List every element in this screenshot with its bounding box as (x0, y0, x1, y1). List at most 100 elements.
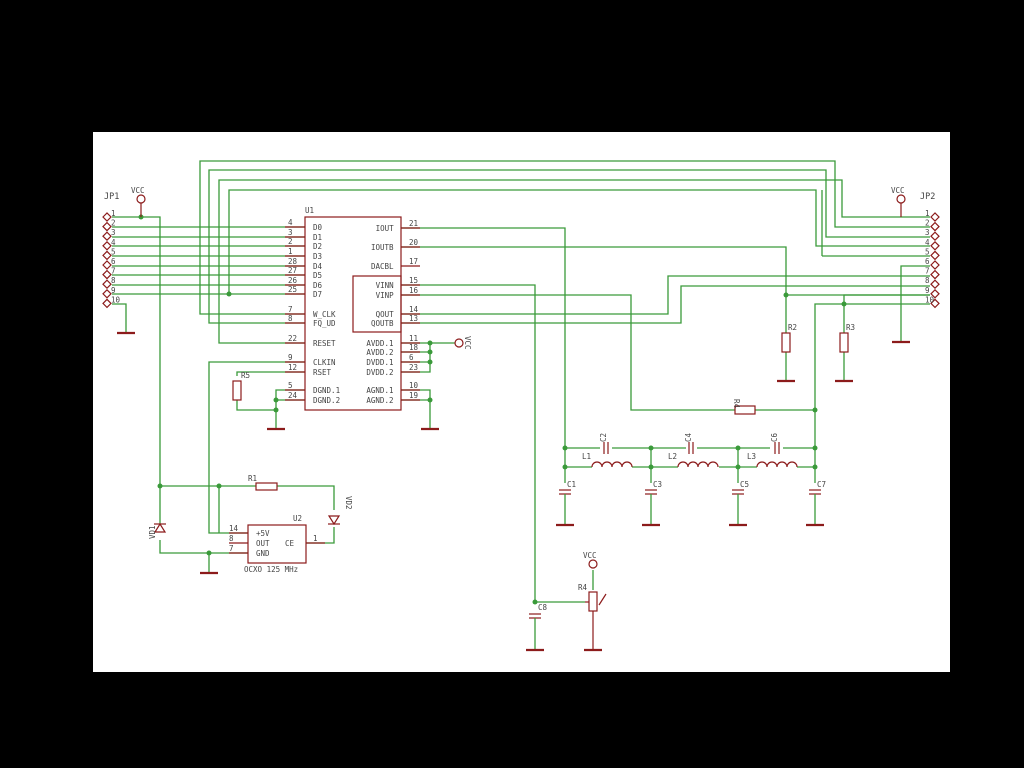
pin-name: AGND.2 (366, 396, 393, 405)
pin-name: D4 (313, 262, 323, 271)
u1-label: U1 (305, 206, 314, 215)
r4-label: R4 (732, 399, 741, 409)
pin-number: 5 (288, 381, 293, 390)
jp2-pin-num: 8 (925, 276, 930, 285)
pin-number: 13 (409, 314, 418, 323)
capacitor-c3: C3 (645, 480, 662, 524)
pin-number: 6 (409, 353, 414, 362)
pin-number: 18 (409, 343, 419, 352)
pin-name: D6 (313, 281, 323, 290)
pin-number: 7 (288, 305, 293, 314)
c5-label: C5 (740, 480, 749, 489)
pin-number: 1 (313, 534, 318, 543)
u1-pin-d1: 3D1 (285, 228, 322, 242)
pin-name: GND (256, 549, 270, 558)
jp2-pin-3: 3 (925, 228, 940, 242)
c1-label: C1 (567, 480, 576, 489)
pin-number: 25 (288, 285, 297, 294)
jp2-pin-4: 4 (925, 238, 940, 251)
c3-label: C3 (653, 480, 662, 489)
u1-pin-d3: 1D3 (285, 247, 322, 261)
vcc-symbol-u1: VCC (454, 336, 472, 350)
c4-label: C4 (684, 432, 693, 442)
u2-pin-5v: 14+5V (229, 524, 270, 538)
pin-name: VINP (376, 291, 395, 300)
resistor-r3: R3 (839, 323, 855, 353)
pin-name: W_CLK (313, 310, 336, 319)
wire-group-ocxo (159, 485, 335, 572)
pin-name: CLKIN (313, 358, 336, 367)
pin-number: 23 (409, 363, 418, 372)
u2-label: U2 (293, 514, 302, 523)
pin-number: 20 (409, 238, 419, 247)
jp1-pin-5: 5 (102, 247, 116, 261)
jp1-pin-num: 9 (111, 286, 116, 295)
capacitor-c7: C7 (809, 480, 826, 524)
pin-number: 11 (409, 334, 418, 343)
pin-name: D3 (313, 252, 322, 261)
jp1-pin-num: 2 (111, 219, 116, 228)
pin-number: 22 (288, 334, 297, 343)
jp1-pin-num: 3 (111, 228, 116, 237)
jp1-pin-8: 8 (102, 276, 116, 290)
pin-number: 14 (409, 305, 419, 314)
jp1-pin-7: 7 (102, 267, 116, 280)
jp1-pin-9: 9 (102, 286, 116, 299)
jp2-pin-num: 3 (925, 228, 930, 237)
pin-name: +5V (256, 529, 270, 538)
vd2-label: VD2 (344, 496, 353, 510)
pin-number: 17 (409, 257, 418, 266)
vcc-symbol-pot: VCC (583, 551, 598, 569)
inductor-l1: L1 (582, 452, 633, 468)
pin-number: 8 (288, 314, 293, 323)
vcc-label: VCC (891, 186, 905, 195)
jp1-label: JP1 (104, 192, 119, 202)
r3-label: R3 (846, 323, 855, 332)
pin-number: 10 (409, 381, 419, 390)
jp1-pin-10: 10 (102, 295, 121, 309)
pin-name: IOUTB (371, 243, 394, 252)
jp1-pin-num: 5 (111, 247, 116, 256)
pin-name: DGND.2 (313, 396, 340, 405)
junction-dots (138, 214, 847, 605)
capacitor-c4: C4 (684, 432, 694, 454)
u1-pin-w_clk: 7W_CLK (285, 305, 336, 319)
jp2-pin-6: 6 (925, 257, 940, 270)
pin-name: DGND.1 (313, 386, 340, 395)
pin-number: 2 (288, 237, 293, 246)
wire-group-jp2 (208, 227, 930, 602)
vcc-symbol-jp2: VCC (891, 186, 906, 217)
c8-label: C8 (538, 603, 548, 612)
resistor-r4-series: R4 (732, 399, 756, 415)
pin-number: 19 (409, 391, 418, 400)
diode-vd2: VD2 (327, 496, 353, 526)
r5-label: R5 (241, 371, 250, 380)
capacitor-c5: C5 (732, 480, 749, 524)
u1-pin-d2: 2D2 (285, 237, 322, 251)
pin-name: DACBL (371, 262, 394, 271)
jp2-pin-7: 7 (925, 267, 940, 280)
pin-number: 27 (288, 266, 297, 275)
diode-vd1: VD1 (148, 522, 167, 539)
pin-name: RESET (313, 339, 336, 348)
pin-name: DVDD.1 (366, 358, 393, 367)
vcc-label: VCC (463, 336, 472, 350)
u1-left-pins: 4D03D12D21D328D427D526D625D77W_CLK8FQ_UD… (285, 218, 340, 405)
